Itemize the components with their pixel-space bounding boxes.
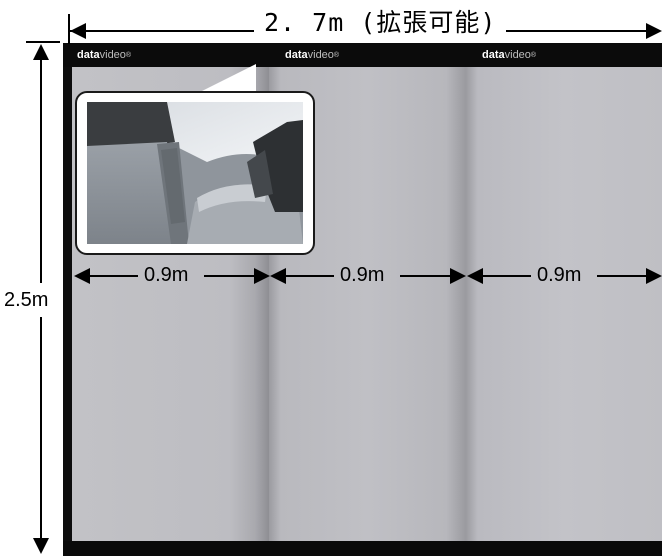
header-bar: datavideo® datavideo® datavideo®: [63, 43, 662, 67]
arrow-left-icon: [74, 268, 90, 284]
panel-width-dimension-3: 0.9m: [467, 264, 662, 287]
registered-mark: ®: [125, 52, 132, 59]
logo-bold-text: data: [482, 49, 505, 61]
dimension-line: [400, 275, 452, 277]
panel-width-label: 0.9m: [537, 264, 582, 286]
logo-bold-text: data: [285, 49, 308, 61]
logo-thin-text: video: [307, 49, 334, 61]
dimension-line: [86, 275, 138, 277]
panel-width-label: 0.9m: [144, 264, 189, 286]
bottom-bar: [63, 541, 662, 556]
arrow-left-icon: [70, 23, 86, 39]
arrow-up-icon: [33, 44, 49, 60]
total-width-label: 2. 7m (拡張可能): [254, 6, 507, 40]
logo-bold-text: data: [77, 49, 100, 61]
arrow-left-icon: [270, 268, 286, 284]
registered-mark: ®: [530, 52, 537, 59]
arrow-right-icon: [646, 268, 662, 284]
datavideo-logo: datavideo®: [482, 49, 536, 62]
dimension-line: [597, 275, 647, 277]
arrow-right-icon: [254, 268, 270, 284]
panel-width-dimension-2: 0.9m: [270, 264, 466, 287]
dimension-line: [479, 275, 531, 277]
panel-width-label: 0.9m: [340, 264, 385, 286]
logo-thin-text: video: [504, 49, 531, 61]
top-dimension-tick: [68, 14, 70, 44]
dimension-line: [282, 275, 334, 277]
logo-thin-text: video: [99, 49, 126, 61]
dimension-line: [204, 275, 256, 277]
arrow-left-icon: [467, 268, 483, 284]
height-label: 2.5m: [4, 283, 49, 317]
panel-width-dimension-1: 0.9m: [74, 264, 270, 287]
left-dimension-tick: [26, 41, 60, 43]
velcro-detail-photo: [87, 102, 303, 244]
arrow-right-icon: [646, 23, 662, 39]
datavideo-logo: datavideo®: [77, 49, 131, 62]
registered-mark: ®: [333, 52, 340, 59]
arrow-down-icon: [33, 538, 49, 554]
backdrop-panel-3: [466, 67, 662, 541]
datavideo-logo: datavideo®: [285, 49, 339, 62]
velcro-detail-callout: [75, 91, 315, 255]
callout-pointer: [196, 64, 256, 94]
arrow-right-icon: [450, 268, 466, 284]
